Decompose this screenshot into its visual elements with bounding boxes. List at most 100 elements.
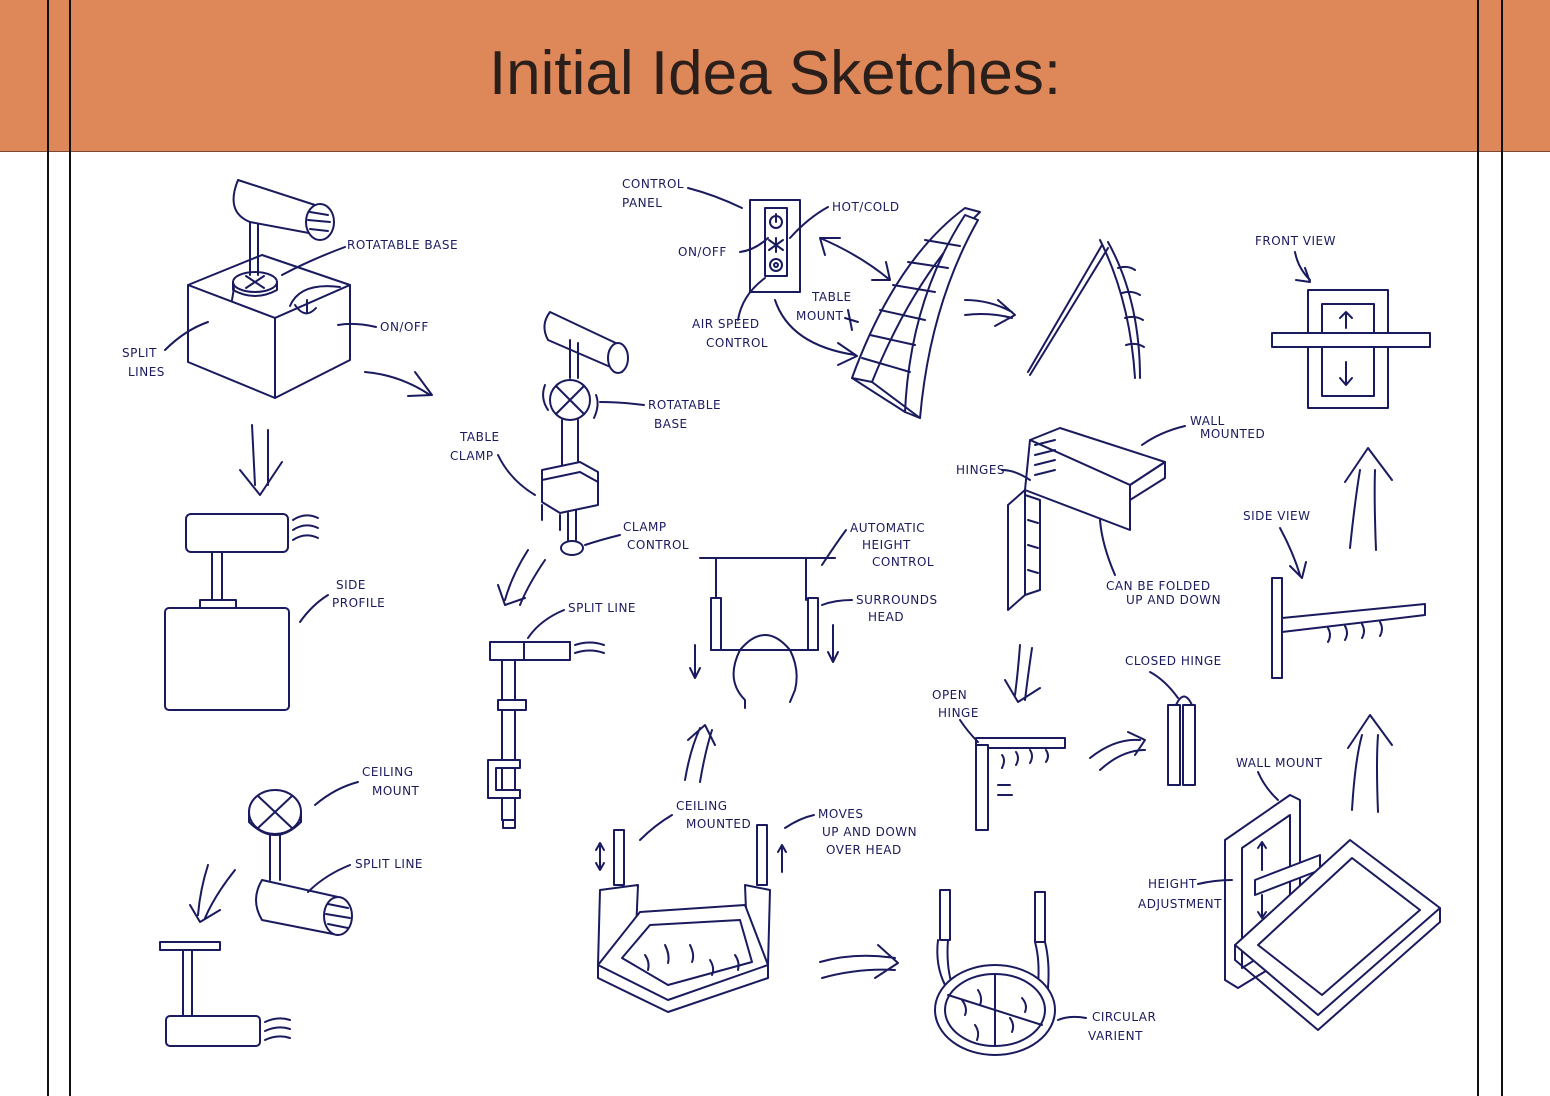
leader-ceiling-mounted — [639, 814, 673, 841]
label-split-lines-1: SPLIT — [122, 346, 157, 360]
arrow-up-2 — [1344, 447, 1393, 551]
label-table-mount-1: TABLE — [811, 290, 852, 304]
label-moves-2: UP AND DOWN — [822, 825, 917, 839]
label-auto-height-3: CONTROL — [872, 555, 934, 569]
right-margin-line-outer — [1501, 0, 1503, 1096]
leader-control-panel — [687, 187, 743, 209]
leader-ceiling-mount — [314, 781, 359, 806]
leader-closed-hinge — [1149, 671, 1179, 699]
label-height-adj-1: HEIGHT — [1148, 877, 1197, 891]
sketch-ceiling-fan-side — [159, 941, 291, 1047]
leader-auto-height — [821, 529, 847, 566]
label-clamp-control-2: CONTROL — [627, 538, 689, 552]
sketch-open-hinge — [975, 737, 1066, 831]
label-can-be-folded-2: UP AND DOWN — [1126, 593, 1221, 607]
right-margin-line-inner — [1477, 0, 1479, 1096]
leader-hot-cold — [789, 206, 829, 239]
label-air-speed-2: CONTROL — [706, 336, 768, 350]
label-surrounds-head-1: SURROUNDS — [856, 593, 938, 607]
label-moves-3: OVER HEAD — [826, 843, 902, 857]
sketch-ceiling-mounted-rect — [595, 824, 787, 1013]
label-ceiling-mount-1: CEILING — [362, 765, 414, 779]
label-surrounds-head-2: HEAD — [868, 610, 904, 624]
sketch-front-view — [1271, 289, 1431, 409]
arrow-curve-to-panel — [774, 299, 858, 366]
label-control-panel-2: PANEL — [622, 196, 662, 210]
arrow-rotate-panel — [819, 237, 891, 281]
label-wall-mounted-2: MOUNTED — [1200, 427, 1265, 441]
label-wall-mount: WALL MOUNT — [1236, 756, 1323, 770]
label-control-panel-1: CONTROL — [622, 177, 684, 191]
label-air-speed-1: AIR SPEED — [692, 317, 760, 331]
label-split-line-mid: SPLIT LINE — [568, 601, 636, 615]
sketch-clamp-side-view — [487, 641, 605, 829]
arrow-right-1 — [364, 371, 433, 397]
page-title: Initial Idea Sketches: — [488, 39, 1062, 108]
leader-on-off — [337, 322, 377, 328]
arrow-down-1 — [239, 424, 283, 496]
sketch-closed-hinge — [1167, 695, 1196, 786]
label-side-view: SIDE VIEW — [1243, 509, 1311, 523]
leader-table-clamp — [497, 454, 536, 496]
sketch-wall-mounted-folding — [1007, 427, 1166, 611]
label-ceiling-mount-2: MOUNT — [372, 784, 420, 798]
sketch-curved-panel-side — [1027, 239, 1145, 379]
arrow-right-3 — [819, 944, 899, 979]
label-rotatable-base-mid-2: BASE — [654, 417, 688, 431]
sketch-head-surround — [689, 557, 839, 709]
sketch-table-fan-isometric — [187, 179, 351, 399]
leader-circular — [1057, 1015, 1087, 1021]
leader-split-line-left — [307, 864, 351, 893]
leader-height-adj — [1197, 879, 1233, 885]
label-front-view: FRONT VIEW — [1255, 234, 1336, 248]
label-circular-2: VARIENT — [1088, 1029, 1143, 1043]
left-margin-line-outer — [47, 0, 49, 1096]
label-on-off-panel: ON/OFF — [678, 245, 727, 259]
label-split-line-left: SPLIT LINE — [355, 857, 423, 871]
label-closed-hinge: CLOSED HINGE — [1125, 654, 1222, 668]
label-wall-mounted-1: WALL — [1190, 414, 1225, 428]
label-on-off-top: ON/OFF — [380, 320, 429, 334]
label-clamp-control-1: CLAMP — [623, 520, 667, 534]
label-table-clamp-1: TABLE — [459, 430, 500, 444]
label-height-adj-2: ADJUSTMENT — [1138, 897, 1222, 911]
label-hinges: HINGES — [956, 463, 1005, 477]
label-can-be-folded-1: CAN BE FOLDED — [1106, 579, 1211, 593]
sketch-ceiling-mount-fan — [248, 789, 353, 936]
leader-wall-mounted — [1141, 425, 1186, 446]
leader-hinges — [1001, 469, 1031, 481]
label-rotatable-base-mid-1: ROTATABLE — [648, 398, 721, 412]
arrow-up-3 — [1347, 714, 1393, 813]
leader-on-off-panel — [739, 237, 769, 253]
label-open-hinge-2: HINGE — [938, 706, 979, 720]
sketch-circular-variant — [934, 889, 1056, 1056]
label-table-mount-2: MOUNT — [796, 309, 844, 323]
leader-front-view — [1294, 251, 1311, 283]
label-open-hinge-1: OPEN — [932, 688, 967, 702]
left-margin-line-inner — [69, 0, 71, 1096]
sketch-control-panel — [749, 199, 801, 293]
leader-table-mount — [844, 309, 859, 331]
arrow-up-1 — [684, 724, 716, 783]
arrow-right-4 — [1089, 731, 1146, 771]
sketch-wall-mount-adjustable — [1224, 794, 1441, 1031]
leader-wall-mount — [1257, 771, 1279, 801]
arrow-down-left-1 — [189, 864, 236, 923]
leader-split-lines — [164, 321, 209, 351]
leader-air-speed — [737, 277, 766, 321]
leader-can-be-folded — [1099, 519, 1116, 576]
arrow-down-2 — [1004, 644, 1041, 703]
label-side-profile-1: SIDE — [336, 578, 366, 592]
leader-open-hinge — [959, 719, 979, 743]
label-side-profile-2: PROFILE — [332, 596, 385, 610]
sketch-side-profile-fan — [164, 513, 319, 711]
label-auto-height-2: HEIGHT — [862, 538, 911, 552]
sketch-table-clamp-fan — [541, 311, 629, 556]
arrow-right-2 — [964, 299, 1016, 327]
leader-surrounds-head — [821, 599, 853, 606]
leader-clamp-control — [584, 534, 621, 546]
sketch-side-view — [1271, 577, 1426, 679]
label-auto-height-1: AUTOMATIC — [850, 521, 925, 535]
leader-split-line-mid — [527, 609, 565, 639]
